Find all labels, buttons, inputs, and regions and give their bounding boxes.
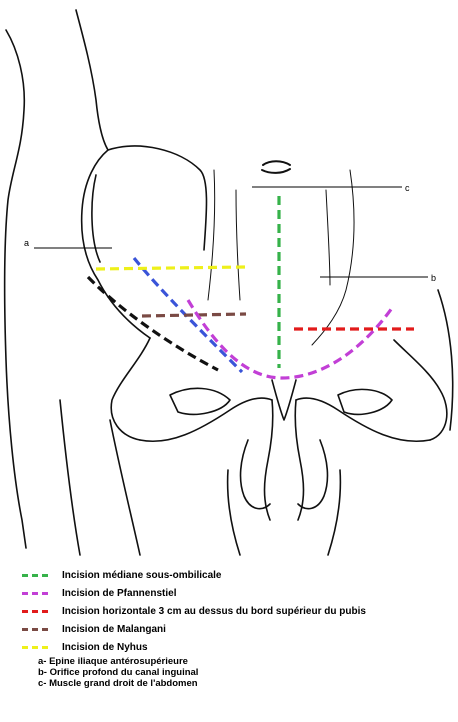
label-c: c bbox=[405, 183, 410, 193]
legend-item: Incision horizontale 3 cm au dessus du b… bbox=[22, 602, 458, 620]
incision-malangani bbox=[142, 314, 246, 316]
legend-item: Incision médiane sous-ombilicale bbox=[22, 566, 458, 584]
legend-swatch bbox=[22, 574, 48, 577]
legend-item: Incision de Malangani bbox=[22, 620, 458, 638]
label-a: a bbox=[24, 238, 29, 248]
key-a: a- Epine iliaque antérosupérieure bbox=[38, 656, 458, 667]
incision-black bbox=[88, 277, 218, 370]
legend-label: Incision de Nyhus bbox=[62, 642, 148, 653]
legend-label: Incision de Pfannenstiel bbox=[62, 588, 176, 599]
legend-item: Incision de Pfannenstiel bbox=[22, 584, 458, 602]
legend-swatch bbox=[22, 646, 48, 649]
label-b: b bbox=[431, 273, 436, 283]
key-c: c- Muscle grand droit de l'abdomen bbox=[38, 678, 458, 689]
legend-item: Incision de Nyhus bbox=[22, 638, 458, 656]
body-outline bbox=[5, 10, 453, 555]
legend-swatch bbox=[22, 628, 48, 631]
legend-label: Incision de Malangani bbox=[62, 624, 166, 635]
legend-label: Incision horizontale 3 cm au dessus du b… bbox=[62, 606, 366, 617]
legend-label: Incision médiane sous-ombilicale bbox=[62, 570, 222, 581]
incision-pfannenstiel bbox=[188, 300, 392, 378]
label-key: a- Epine iliaque antérosupérieure b- Ori… bbox=[38, 656, 458, 689]
incision-nyhus bbox=[96, 267, 246, 269]
anatomy-diagram: a b c bbox=[0, 0, 458, 560]
legend-swatch bbox=[22, 610, 48, 613]
key-b: b- Orifice profond du canal inguinal bbox=[38, 667, 458, 678]
legend-swatch bbox=[22, 592, 48, 595]
legend: Incision médiane sous-ombilicale Incisio… bbox=[22, 566, 458, 656]
